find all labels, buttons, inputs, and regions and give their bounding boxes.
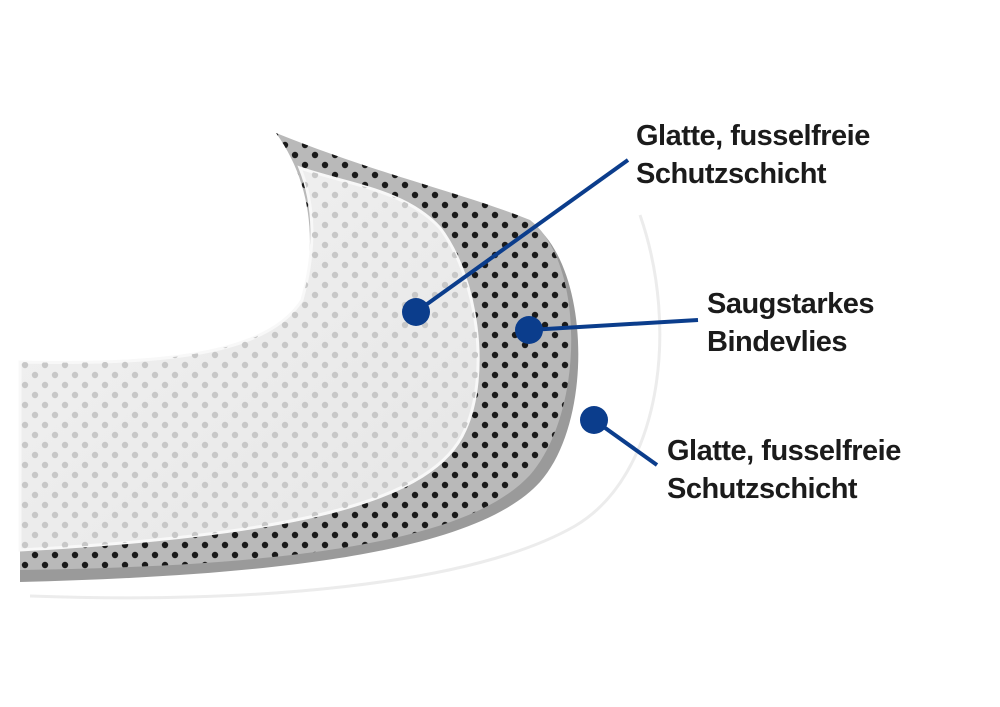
callout-label-middle-line2: Bindevlies [707, 326, 848, 358]
callout-label-top-line2: Schutzschicht [636, 158, 827, 190]
callout-label-bottom-line2: Schutzschicht [667, 473, 858, 505]
callout-label-bottom-line1: Glatte, fusselfreie [667, 435, 901, 467]
callout-marker-middle [515, 316, 543, 344]
callout-line-middle [528, 318, 699, 332]
callout-marker-top [402, 298, 430, 326]
callout-label-middle: Saugstarkes Bindevlies [707, 285, 875, 361]
callout-label-bottom: Glatte, fusselfreie Schutzschicht [667, 432, 901, 508]
inner-protective-layer [18, 165, 480, 552]
callout-marker-bottom [580, 406, 608, 434]
callout-line-top [414, 158, 630, 314]
callout-label-top-line1: Glatte, fusselfreie [636, 120, 870, 152]
callout-label-middle-line1: Saugstarkes [707, 288, 875, 320]
callout-label-top: Glatte, fusselfreie Schutzschicht [636, 117, 870, 193]
outer-protective-layer-outline [29, 214, 662, 600]
